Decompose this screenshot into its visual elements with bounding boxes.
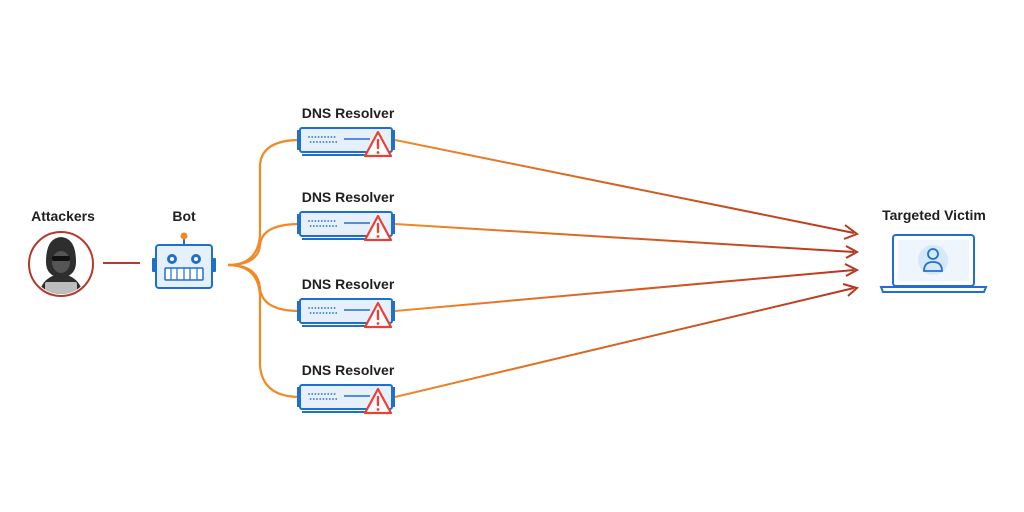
arrowhead-3 bbox=[844, 263, 860, 277]
server-warning-icon bbox=[297, 298, 395, 329]
server-warning-icon bbox=[297, 127, 395, 158]
resolver-label-3: DNS Resolver bbox=[301, 276, 395, 292]
resolver-victim-arrows bbox=[394, 139, 860, 398]
warning-icon bbox=[363, 214, 393, 242]
warning-icon bbox=[363, 387, 393, 415]
attackers-label: Attackers bbox=[31, 208, 95, 224]
server-warning-icon bbox=[297, 211, 395, 242]
arrowhead-4 bbox=[842, 283, 860, 297]
arrowhead-2 bbox=[845, 245, 860, 259]
warning-icon bbox=[363, 130, 393, 158]
resolver-label-4: DNS Resolver bbox=[301, 362, 395, 378]
arrowhead-1 bbox=[843, 224, 860, 240]
bot-resolver-link-3 bbox=[227, 263, 301, 313]
resolver-label-1: DNS Resolver bbox=[301, 105, 395, 121]
resolver-victim-arrow-4 bbox=[394, 287, 855, 398]
victim-label: Targeted Victim bbox=[882, 207, 986, 223]
resolver-victim-arrow-3 bbox=[394, 269, 855, 312]
warning-icon bbox=[363, 301, 393, 329]
resolver-victim-arrow-2 bbox=[394, 223, 855, 253]
laptop-user-icon bbox=[879, 234, 988, 293]
hooded-attacker-icon bbox=[28, 231, 94, 297]
server-warning-icon bbox=[297, 384, 395, 415]
resolver-servers bbox=[297, 127, 395, 415]
robot-icon bbox=[152, 232, 216, 289]
bot-resolver-link-4 bbox=[227, 263, 301, 399]
resolver-label-2: DNS Resolver bbox=[301, 189, 395, 205]
bot-resolver-links bbox=[227, 138, 301, 399]
resolver-victim-arrow-1 bbox=[394, 139, 855, 234]
bot-label: Bot bbox=[172, 208, 196, 224]
bot-resolver-link-1 bbox=[227, 138, 301, 267]
bot-resolver-link-2 bbox=[227, 222, 301, 267]
